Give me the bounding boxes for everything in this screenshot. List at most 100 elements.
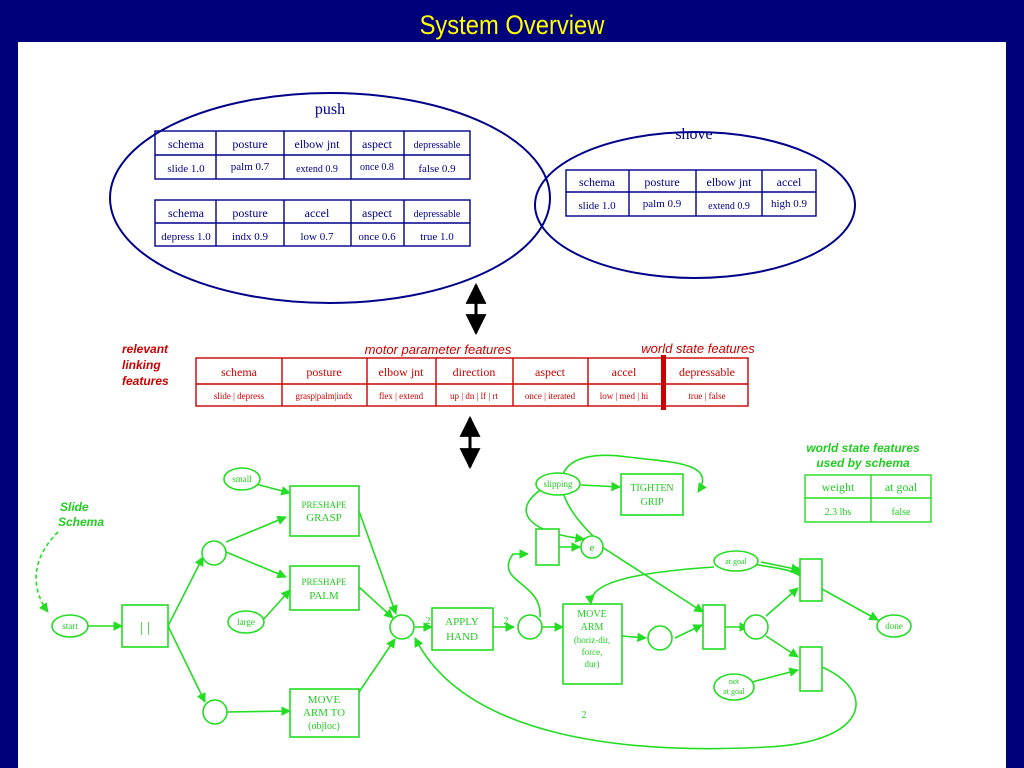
push-t2-header: accel: [305, 206, 330, 220]
node-large: [227, 610, 265, 634]
linking-side-label: features: [122, 374, 169, 388]
push-t2-cell: depress 1.0: [161, 231, 211, 243]
node-tighten-grip-label: GRIP: [641, 497, 664, 508]
node-not-at-goal-label: at goal: [723, 687, 745, 696]
push-t2-header: posture: [232, 206, 267, 220]
arc-label: 2: [582, 710, 587, 721]
node-circle: [743, 614, 769, 640]
slide-title: System Overview: [419, 10, 605, 40]
node-tighten-grip-label: TIGHTEN: [630, 483, 673, 494]
linking-value: grasp|palm|indx: [295, 391, 353, 401]
node-bar: [799, 558, 823, 602]
node-bar: [799, 646, 823, 692]
node-move-arm-to-label: MOVE: [308, 694, 341, 706]
push-t2-cell: true 1.0: [420, 231, 454, 243]
node-apply-hand: [431, 607, 494, 651]
shove-cell: extend 0.9: [708, 201, 750, 212]
node-move-arm-label: force,: [582, 647, 603, 657]
shove-header: schema: [579, 175, 616, 189]
node-move-arm-to-label: (objloc): [308, 721, 340, 732]
world-state-value: false: [892, 507, 911, 518]
linking-value: slide | depress: [214, 391, 265, 401]
linking-value: up | dn | lf | rt: [450, 391, 498, 401]
push-table-2: [154, 199, 471, 247]
node-tighten-grip: [620, 473, 684, 516]
push-table-1: [154, 130, 471, 180]
node-e-label: e: [590, 542, 595, 554]
linking-value: once | iterated: [525, 391, 576, 401]
linking-side-label: linking: [122, 358, 161, 372]
push-label: push: [315, 101, 345, 118]
node-apply-hand-label: HAND: [446, 631, 478, 643]
node-not-at-goal-label: not: [729, 677, 740, 686]
shove-ellipse: [534, 131, 856, 279]
node-preshape-grasp-label: PRESHAPE: [301, 500, 347, 510]
push-t2-cell: once 0.6: [358, 231, 396, 243]
world-state-divider: [661, 355, 666, 410]
linking-value: flex | extend: [379, 391, 424, 401]
node-bars: [121, 604, 169, 648]
node-circle: [202, 699, 228, 725]
node-done-label: done: [885, 621, 903, 631]
node-start: [51, 614, 89, 638]
push-t1-header: posture: [232, 137, 267, 151]
slide-schema-graph: Slide Schema: [35, 454, 912, 750]
node-move-arm-label: ARM: [581, 622, 604, 633]
linking-header: elbow jnt: [379, 365, 425, 379]
push-t2-header: schema: [168, 206, 205, 220]
node-preshape-palm: [289, 565, 360, 611]
shove-header: accel: [777, 175, 802, 189]
push-t1-header: schema: [168, 137, 205, 151]
node-bar: [535, 528, 560, 566]
push-t1-header: elbow jnt: [295, 137, 341, 151]
arc-label: 2: [426, 616, 431, 627]
node-slipping-label: slipping: [543, 479, 573, 489]
node-move-arm-to-label: ARM TO: [303, 707, 345, 719]
system-overview-diagram: push schema posture elbow jnt aspect dep…: [35, 92, 932, 750]
node-circle: [389, 614, 415, 640]
node-move-arm-to: [289, 688, 360, 738]
node-done: [876, 614, 912, 638]
push-t1-cell: palm 0.7: [231, 161, 270, 173]
node-apply-hand-label: APPLY: [445, 616, 479, 628]
push-t2-cell: indx 0.9: [232, 231, 269, 243]
world-state-title: used by schema: [816, 456, 910, 470]
push-t1-cell: false 0.9: [418, 163, 456, 175]
shove-label: shove: [675, 126, 712, 143]
slide-schema-label: Schema: [58, 515, 104, 529]
world-state-header: at goal: [885, 480, 918, 494]
shove-schema: shove schema posture elbow jnt accel sli…: [534, 126, 856, 279]
node-e: [580, 535, 604, 559]
node-preshape-grasp: [289, 485, 360, 537]
linking-table: [195, 357, 749, 407]
shove-header: posture: [644, 175, 679, 189]
node-large-label: large: [237, 617, 255, 627]
push-t1-header: depressable: [414, 140, 461, 151]
node-small-label: small: [232, 474, 252, 484]
shove-cell: slide 1.0: [578, 200, 616, 212]
linking-header: aspect: [535, 365, 566, 379]
linking-header: depressable: [679, 365, 735, 379]
push-t1-cell: once 0.8: [360, 162, 394, 173]
linking-value: low | med | hi: [600, 391, 649, 401]
graph-edges: [35, 454, 879, 750]
arc-label: 2: [504, 616, 509, 627]
node-small: [223, 467, 261, 491]
push-t1-header: aspect: [362, 137, 393, 151]
node-move-arm-label: (horiz-dir,: [574, 635, 610, 645]
push-schema: push schema posture elbow jnt aspect dep…: [109, 92, 551, 304]
node-at-goal-label: at goal: [725, 557, 747, 566]
world-state-header: weight: [822, 480, 855, 494]
node-preshape-palm-label: PRESHAPE: [301, 577, 347, 587]
node-at-goal: [713, 550, 759, 572]
linking-header: direction: [453, 365, 496, 379]
push-t2-cell: low 0.7: [301, 231, 335, 243]
shove-cell: palm 0.9: [643, 198, 682, 210]
node-preshape-palm-label: PALM: [309, 590, 339, 602]
world-state-used: world state features used by schema weig…: [804, 441, 932, 523]
world-state-label: world state features: [641, 341, 755, 356]
content-panel: push schema posture elbow jnt aspect dep…: [18, 42, 1006, 768]
shove-header: elbow jnt: [707, 175, 753, 189]
push-t2-header: depressable: [414, 209, 461, 220]
node-circle: [517, 614, 543, 640]
